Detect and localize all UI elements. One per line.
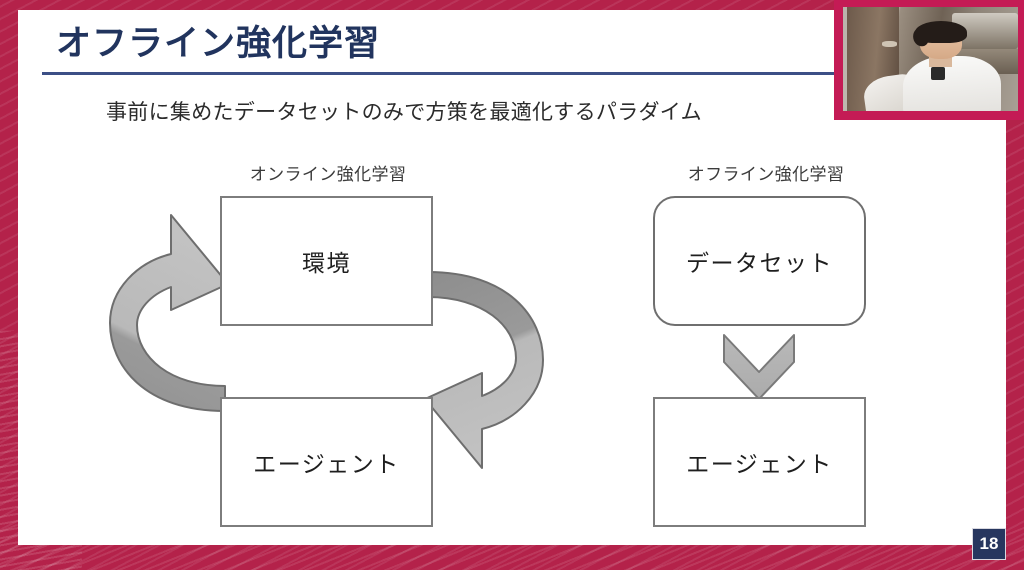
diagram-box-agent-offline-label: エージェント: [686, 451, 833, 477]
curved-arrow-down-right: [424, 271, 544, 469]
presenter-video-feed: [843, 7, 1018, 111]
diagram-box-dataset[interactable]: データセット: [653, 196, 866, 326]
video-background-door-knob: [881, 41, 898, 47]
diagram-box-agent-offline[interactable]: エージェント: [653, 397, 866, 527]
presenter-torso: [902, 55, 1001, 111]
diagram-box-agent-online-label: エージェント: [253, 451, 400, 477]
diagram-box-environment[interactable]: 環境: [220, 196, 433, 326]
slide-subtitle: 事前に集めたデータセットのみで方策を最適化するパラダイム: [106, 101, 702, 124]
diagram-box-environment-label: 環境: [302, 250, 351, 276]
presenter-microphone: [930, 67, 945, 80]
page-number-badge: 18: [972, 528, 1006, 560]
column-heading-offline-rl: オフライン強化学習: [687, 165, 845, 184]
page-title: オフライン強化学習: [56, 24, 381, 63]
diagram-box-agent-online[interactable]: エージェント: [220, 397, 433, 527]
title-underline-rule: [42, 72, 835, 75]
diagram-box-dataset-label: データセット: [686, 250, 833, 276]
presenter-video-overlay[interactable]: [834, 0, 1024, 120]
curved-arrow-up-left: [109, 214, 229, 452]
chevron-arrow-down: [723, 334, 795, 400]
column-heading-online-rl: オンライン強化学習: [249, 165, 407, 184]
